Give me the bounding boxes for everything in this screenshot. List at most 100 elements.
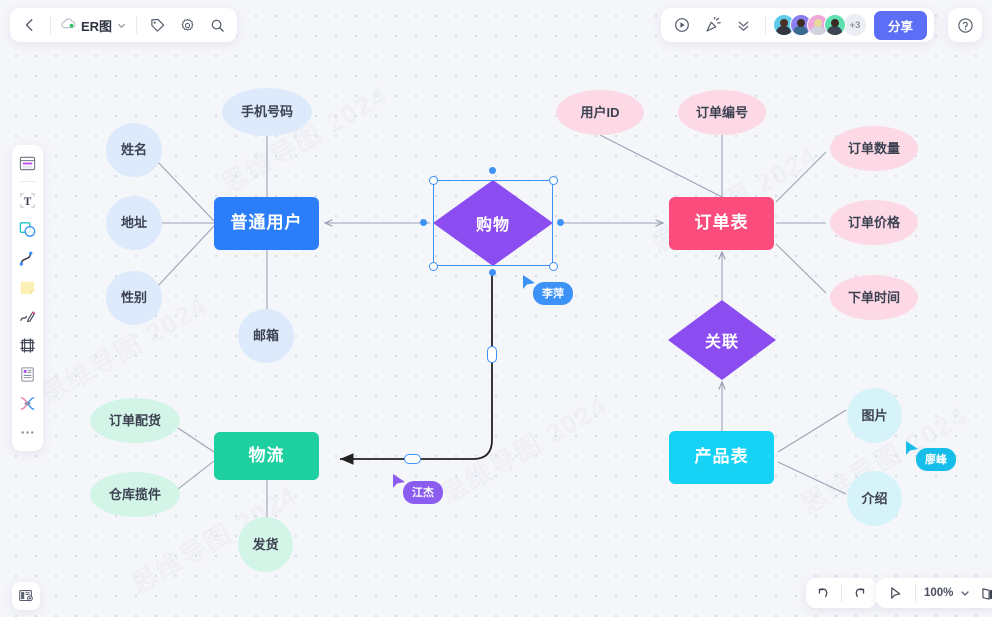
node-order-number[interactable]: 订单编号 — [678, 90, 766, 135]
edge-shopping-logistics — [340, 272, 493, 465]
document-title[interactable]: ER图 — [57, 16, 130, 35]
cursor-label: 江杰 — [403, 481, 443, 504]
undo-redo-toolbar — [806, 578, 877, 608]
resize-handle-se[interactable] — [549, 262, 558, 271]
top-left-toolbar: ER图 — [10, 8, 238, 42]
node-product-table[interactable]: 产品表 — [669, 431, 774, 484]
resize-handle-sw[interactable] — [429, 262, 438, 271]
node-label: 购物 — [475, 217, 510, 234]
node-order-time[interactable]: 下单时间 — [830, 275, 918, 320]
zoom-level[interactable]: 100% — [924, 587, 954, 599]
node-shipping[interactable]: 发货 — [238, 517, 293, 572]
svg-text:T: T — [24, 195, 32, 207]
frame-icon[interactable] — [16, 333, 40, 357]
redo-icon[interactable] — [846, 579, 874, 607]
more-icon[interactable] — [16, 420, 40, 444]
connect-point-left[interactable] — [420, 219, 427, 226]
cursor-label: 李萍 — [533, 282, 573, 305]
chevron-down-icon[interactable] — [957, 579, 973, 607]
presentation-icon[interactable] — [14, 584, 38, 608]
card-icon[interactable] — [16, 362, 40, 386]
template-icon[interactable] — [16, 151, 40, 175]
node-label: 订单配货 — [108, 412, 161, 428]
double-chevron-down-icon[interactable] — [730, 11, 758, 39]
node-introduction[interactable]: 介绍 — [847, 471, 902, 526]
node-label: 普通用户 — [230, 213, 303, 233]
node-label: 订单价格 — [847, 214, 900, 230]
cursor-liaofeng: 廖峰 — [905, 440, 956, 471]
celebrate-icon[interactable] — [699, 11, 727, 39]
divider — [841, 584, 842, 602]
node-logistics[interactable]: 物流 — [214, 432, 319, 480]
sticky-note-icon[interactable] — [16, 275, 40, 299]
pencil-icon[interactable] — [16, 304, 40, 328]
divider — [136, 16, 138, 34]
node-label: 邮箱 — [252, 328, 279, 344]
play-icon[interactable] — [668, 11, 696, 39]
node-name[interactable]: 姓名 — [106, 123, 162, 177]
node-label: 发货 — [252, 536, 279, 552]
left-tools-toolbar: T — [12, 145, 43, 451]
avatar-4[interactable] — [823, 14, 846, 36]
connector-icon[interactable] — [16, 391, 40, 415]
cursor-liping: 李萍 — [522, 274, 573, 305]
node-label: 手机号码 — [240, 104, 293, 120]
node-label: 订单数量 — [847, 140, 900, 156]
connect-point-right[interactable] — [557, 219, 564, 226]
node-order-picking[interactable]: 订单配货 — [90, 398, 180, 443]
node-label: 地址 — [120, 215, 147, 231]
minimap-icon[interactable] — [975, 579, 992, 607]
node-label: 用户ID — [580, 104, 620, 120]
search-icon[interactable] — [203, 11, 231, 39]
node-email[interactable]: 邮箱 — [238, 309, 294, 363]
share-button[interactable]: 分享 — [873, 10, 927, 40]
node-label: 性别 — [120, 290, 147, 306]
node-label: 图片 — [861, 407, 888, 423]
node-address[interactable]: 地址 — [106, 196, 162, 250]
cursor-label: 廖峰 — [916, 448, 956, 471]
node-phone-number[interactable]: 手机号码 — [222, 88, 312, 136]
text-icon[interactable]: T — [16, 188, 40, 212]
node-label: 姓名 — [120, 142, 147, 158]
edge-handle-vertical[interactable] — [487, 346, 497, 363]
edge-handle-horizontal[interactable] — [404, 454, 421, 464]
connect-point-bottom[interactable] — [489, 269, 496, 276]
resize-handle-ne[interactable] — [549, 176, 558, 185]
settings-icon[interactable] — [173, 11, 201, 39]
resize-handle-nw[interactable] — [429, 176, 438, 185]
avatar-3[interactable] — [806, 14, 829, 36]
collaborator-avatars[interactable]: +3 — [772, 14, 866, 36]
cursor-jiangjie: 江杰 — [392, 473, 443, 504]
node-shopping[interactable]: 购物 — [433, 180, 553, 266]
selection-box — [433, 180, 553, 266]
zoom-toolbar: 100% — [876, 578, 992, 608]
node-user-id[interactable]: 用户ID — [556, 90, 644, 135]
top-right-toolbar: +3 分享 — [660, 8, 934, 42]
node-label: 仓库揽件 — [108, 486, 161, 502]
avatar-overflow-count[interactable]: +3 — [843, 14, 866, 36]
node-label: 订单表 — [694, 213, 749, 233]
node-image[interactable]: 图片 — [847, 388, 902, 443]
node-gender[interactable]: 性别 — [106, 271, 162, 325]
node-warehouse-pickup[interactable]: 仓库揽件 — [90, 472, 180, 517]
back-arrow-icon[interactable] — [16, 11, 44, 39]
divider — [915, 584, 916, 602]
tag-icon[interactable] — [143, 11, 171, 39]
divider — [50, 16, 51, 34]
node-order-quantity[interactable]: 订单数量 — [830, 126, 918, 171]
node-order-price[interactable]: 订单价格 — [830, 200, 918, 245]
chevron-down-icon — [117, 18, 126, 33]
node-normal-user[interactable]: 普通用户 — [214, 197, 319, 250]
node-relation[interactable]: 关联 — [668, 300, 776, 380]
connect-point-top[interactable] — [489, 167, 496, 174]
node-order-table[interactable]: 订单表 — [669, 197, 774, 250]
curve-icon[interactable] — [16, 246, 40, 270]
cursor-pointer-icon[interactable] — [881, 579, 909, 607]
shape-icon[interactable] — [16, 217, 40, 241]
undo-icon[interactable] — [809, 579, 837, 607]
help-circle-icon[interactable] — [951, 11, 979, 39]
node-label: 下单时间 — [847, 289, 900, 305]
divider — [19, 181, 36, 182]
